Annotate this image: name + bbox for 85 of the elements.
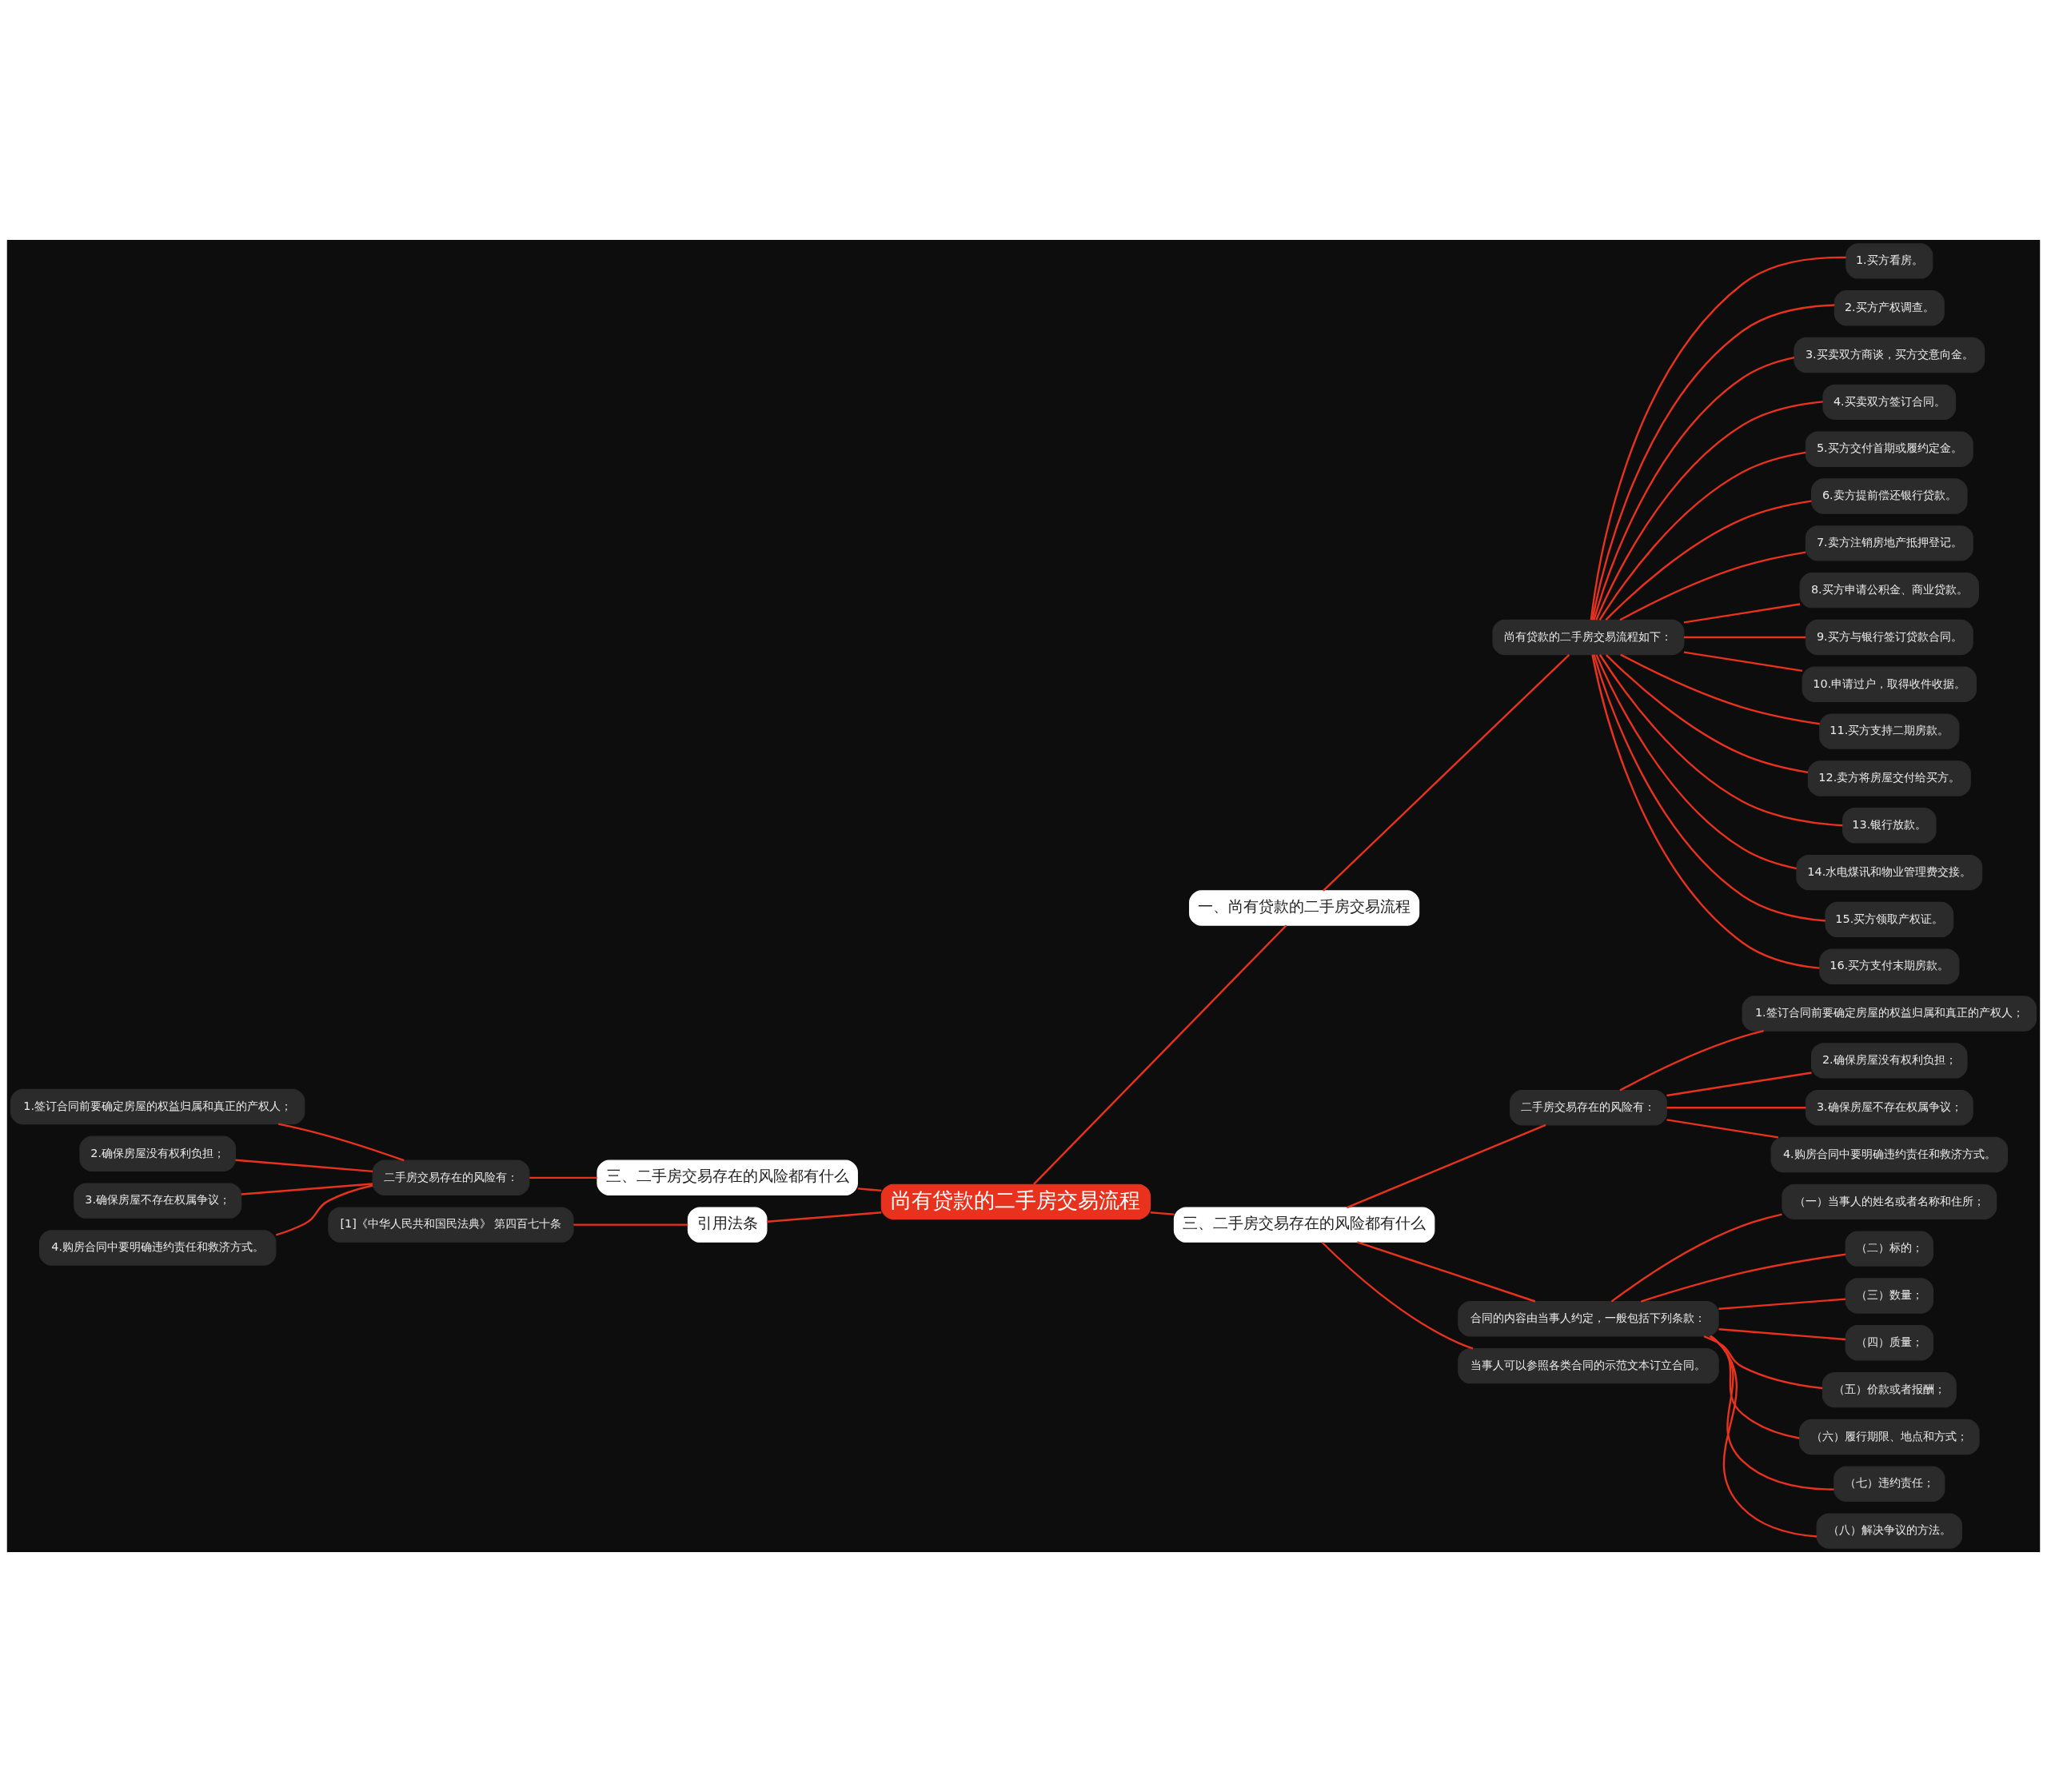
connector [1683,603,1801,624]
connector [1619,551,1806,621]
node-box: 二手房交易存在的风险有： [1510,1090,1667,1126]
node-box: 4.购房合同中要明确违约责任和救济方式。 [1770,1136,2009,1173]
connector [1591,654,1820,969]
connector [1591,304,1835,621]
connector [1683,636,1806,639]
connector [1666,1119,1779,1139]
connector [1595,654,1797,870]
node-box: 11.买方支持二期房款。 [1819,713,1960,749]
node-box: （八）解决争议的方法。 [1816,1513,1963,1549]
connector [857,1187,882,1192]
node-box: 三、二手房交易存在的风险都有什么 [1173,1207,1435,1243]
connector [767,1211,882,1223]
connector [1150,1211,1175,1215]
node-box: 12.卖方将房屋交付给买方。 [1807,760,1971,796]
node-box: （一）当事人的姓名或者名称和住所； [1782,1183,1997,1220]
connector [1718,1328,1846,1341]
node-box: 3.买卖双方商谈，买方交意向金。 [1794,337,1985,373]
node-box: 2.确保房屋没有权利负担； [79,1135,237,1172]
connector [1718,1298,1846,1310]
node-box: （二）标的； [1845,1231,1933,1267]
connector [275,1184,373,1236]
node-box: 一、尚有贷款的二手房交易流程 [1189,890,1420,926]
node-box: 1.签订合同前要确定房屋的权益归属和真正的产权人； [1742,996,2037,1032]
connector [1346,1123,1546,1209]
connector [1593,357,1795,621]
connector [1598,451,1806,621]
node-box: 4.买卖双方签订合同。 [1822,384,1957,421]
node-box: 2.买方产权调查。 [1834,290,1945,326]
node-box: 2.确保房屋没有权利负担； [1810,1043,1968,1079]
node-box: （三）数量； [1845,1278,1933,1314]
connector [1598,654,1843,827]
node-box: 16.买方支付末期房款。 [1819,948,1960,984]
connector [1590,256,1846,621]
node-box: 14.水电煤讯和物业管理费交接。 [1796,854,1983,891]
connector [235,1159,373,1173]
connector [1620,653,1820,725]
connector [277,1123,405,1162]
connector [1610,1213,1782,1303]
node-box: 3.确保房屋不存在权属争议； [74,1183,242,1219]
node-box: 7.卖方注销房地产抵押登记。 [1805,525,1973,561]
connector [1595,401,1823,621]
node-box: 5.买方交付首期或履约定金。 [1805,431,1973,467]
connector [1619,1030,1764,1092]
node-box: 三、二手房交易存在的风险都有什么 [597,1159,858,1196]
node-box: 1.签订合同前要确定房屋的权益归属和真正的产权人； [10,1088,305,1125]
node-box: （六）履行期限、地点和方式； [1798,1419,1980,1455]
node-box: 合同的内容由当事人约定，一般包括下列条款： [1458,1301,1719,1337]
connector [529,1176,597,1179]
connector [1709,1335,1800,1439]
connector [1605,500,1812,621]
connector [1357,1241,1536,1303]
connector [1683,651,1803,672]
connector [1703,1335,1823,1390]
node-box: （五）价款或者报酬； [1822,1371,1957,1408]
node-box: [1]《中华人民共和国民法典》 第四百七十条 [328,1207,574,1243]
node-box: 13.银行放款。 [1842,808,1937,844]
node-box: 1.买方看房。 [1845,243,1933,279]
node-box: 15.买方领取产权证。 [1825,901,1954,938]
node-box: （四）质量； [1845,1325,1933,1361]
connector [573,1223,688,1226]
connector [1640,1253,1846,1303]
connector [1666,1072,1812,1097]
connector [1710,1335,1834,1491]
node-box: 9.买方与银行签订贷款合同。 [1805,619,1973,656]
node-box: 二手房交易存在的风险有： [372,1159,530,1196]
connector [1323,654,1570,892]
node-box: 当事人可以参照各类合同的示范文本订立合同。 [1458,1347,1719,1384]
node-box: 6.卖方提前偿还银行贷款。 [1810,478,1968,514]
node-box: 8.买方申请公积金、商业贷款。 [1799,572,1980,609]
node-box: 3.确保房屋不存在权属争议； [1805,1090,1973,1126]
node-box: 4.购房合同中要明确违约责任和救济方式。 [38,1230,277,1266]
connector [241,1183,373,1195]
connector [1606,654,1809,774]
connector [1666,1107,1806,1109]
connector [1710,1335,1818,1538]
node-box: 尚有贷款的二手房交易流程如下： [1492,619,1685,656]
node-box: 10.申请过户，取得收件收据。 [1802,666,1977,702]
node-box: （七）违约责任； [1834,1466,1945,1502]
connector [1321,1241,1474,1350]
connector [1593,654,1826,922]
connector [1033,924,1287,1185]
node-box: 引用法条 [687,1207,768,1243]
node-box: 尚有贷款的二手房交易流程 [880,1183,1151,1220]
